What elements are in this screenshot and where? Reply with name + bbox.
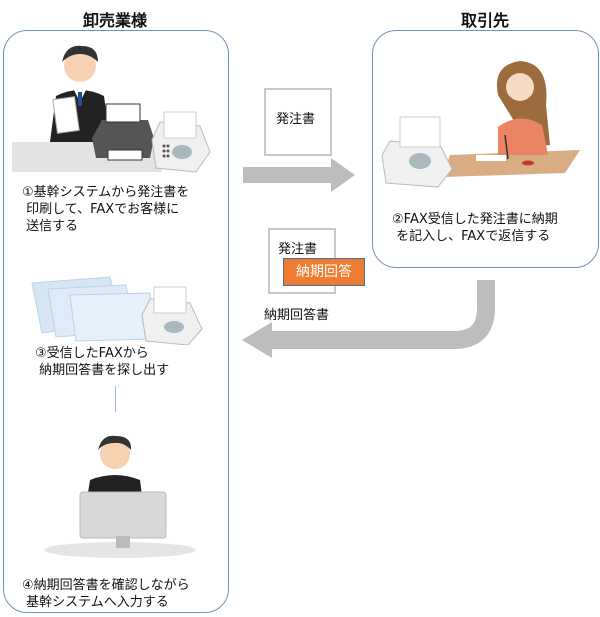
- step1-text: ①基幹システムから発注書を 印刷して、FAXでお客様に 送信する: [22, 185, 190, 234]
- wholesaler-title: 卸売業様: [82, 11, 147, 30]
- step2-text: ②FAX受信した発注書に納期 を記入し、FAXで返信する: [392, 212, 558, 244]
- step4-text: ④納期回答書を確認しながら 基幹システムへ入力する: [22, 578, 190, 610]
- woman-fax-illustration: [381, 61, 580, 188]
- arrow-right: [243, 158, 355, 192]
- partner-title: 取引先: [460, 11, 509, 30]
- man-computer-illustration: [44, 435, 196, 558]
- order-document: 発注書: [264, 88, 332, 156]
- reply-document-caption: 納期回答書: [264, 308, 330, 323]
- connector-line: [115, 386, 116, 412]
- delivery-reply-stamp: 納期回答: [283, 258, 365, 286]
- order-document-label: 発注書: [276, 112, 316, 127]
- papers-fax-illustration: [31, 276, 203, 345]
- step3-text: ③受信したFAXから 納期回答書を探し出す: [35, 346, 170, 378]
- man-printer-fax-illustration: [12, 45, 211, 173]
- reply-document-label: 発注書: [278, 242, 318, 257]
- arrow-return: [242, 280, 495, 358]
